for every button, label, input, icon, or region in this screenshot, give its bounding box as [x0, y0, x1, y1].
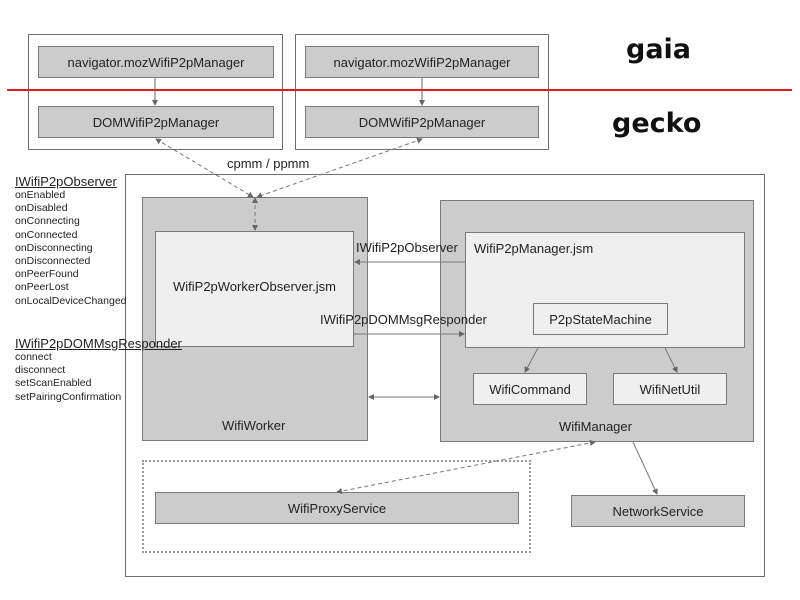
wifi-proxy-service-label: WifiProxyService	[287, 500, 387, 516]
observer-method-item: onDisconnected	[15, 255, 91, 268]
wifi-proxy-service-box: WifiProxyService	[155, 492, 519, 524]
responder-interface-title: IWifiP2pDOMMsgResponder	[15, 336, 182, 351]
network-service-label: NetworkService	[612, 503, 704, 519]
wifi-command-label: WifiCommand	[489, 381, 571, 397]
wifi-net-util-box: WifiNetUtil	[613, 373, 727, 405]
wifi-net-util-label: WifiNetUtil	[639, 381, 701, 397]
observer-method-item: onConnecting	[15, 215, 80, 228]
gaia-gecko-divider	[7, 89, 792, 91]
network-service-box: NetworkService	[571, 495, 745, 527]
navigator-api-box-2: navigator.mozWifiP2pManager	[305, 46, 539, 78]
observer-method-item: onPeerFound	[15, 268, 79, 281]
observer-method-item: onLocalDeviceChanged	[15, 294, 127, 307]
observer-method-item: onConnected	[15, 228, 78, 241]
responder-method-item: setScanEnabled	[15, 377, 92, 390]
p2p-state-machine-box: P2pStateMachine	[533, 303, 668, 335]
wifi-manager-label: WifiManager	[559, 419, 632, 434]
worker-observer-label: WifiP2pWorkerObserver.jsm	[172, 278, 336, 294]
observer-method-item: onDisabled	[15, 202, 68, 215]
ipc-label: cpmm / ppmm	[227, 156, 310, 171]
observer-edge-label: IWifiP2pObserver	[356, 240, 458, 255]
navigator-api-label: navigator.mozWifiP2pManager	[67, 54, 245, 70]
p2p-manager-label: WifiP2pManager.jsm	[474, 241, 594, 256]
responder-method-item: connect	[15, 351, 52, 363]
observer-method-item: onDisconnecting	[15, 241, 93, 254]
layer-label-gaia: gaia	[626, 34, 692, 65]
worker-observer-module: WifiP2pWorkerObserver.jsm	[155, 231, 354, 347]
p2p-state-machine-label: P2pStateMachine	[549, 311, 652, 327]
responder-edge-label: IWifiP2pDOMMsgResponder	[320, 312, 487, 327]
responder-method-item: disconnect	[15, 364, 66, 377]
wifi-command-box: WifiCommand	[473, 373, 587, 405]
dom-manager-label: DOMWifiP2pManager	[92, 114, 220, 130]
dom-manager-box-1: DOMWifiP2pManager	[38, 106, 274, 138]
navigator-api-label: navigator.mozWifiP2pManager	[333, 54, 511, 70]
responder-method-item: setPairingConfirmation	[15, 390, 122, 403]
navigator-api-box-1: navigator.mozWifiP2pManager	[38, 46, 274, 78]
observer-method-item: onPeerLost	[15, 281, 69, 294]
dom-manager-box-2: DOMWifiP2pManager	[305, 106, 539, 138]
dom-manager-label: DOMWifiP2pManager	[358, 114, 486, 130]
layer-label-gecko: gecko	[612, 108, 702, 139]
wifi-worker-label: WifiWorker	[222, 418, 286, 433]
observer-interface-title: IWifiP2pObserver	[15, 174, 117, 189]
observer-method-item: onEnabled	[15, 189, 66, 201]
